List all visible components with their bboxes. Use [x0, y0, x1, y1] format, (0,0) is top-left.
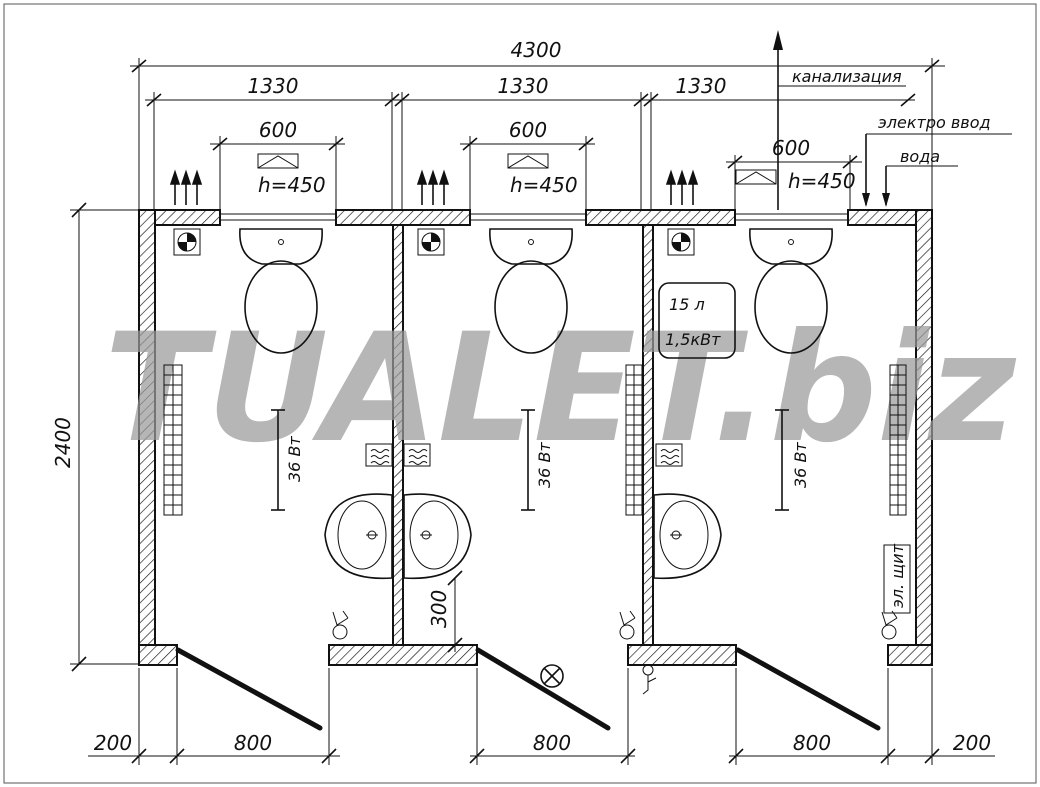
- exterior-light-icon: [540, 664, 564, 688]
- watermark-text: TUALET.biz: [104, 302, 1016, 476]
- cabin-width-label-3: 1330: [676, 74, 727, 98]
- door-3: [735, 647, 881, 731]
- boiler-power-label: 1,5кВт: [665, 330, 721, 349]
- window-height-label-1: h=450: [258, 173, 326, 197]
- lamp-power-label-2: 36 Вт: [535, 442, 554, 488]
- paper-holder-icon: [332, 610, 349, 640]
- ventilation-arrows: [169, 169, 699, 205]
- power-input-label: электро ввод: [878, 113, 991, 132]
- toilet-icon: [239, 228, 323, 354]
- side-offset-label-left: 200: [94, 731, 132, 755]
- hand-dryer-icon: [403, 443, 431, 467]
- utility-leaders: канализация электро ввод вода: [773, 30, 1012, 210]
- window-height-label-2: h=450: [510, 173, 578, 197]
- door-2: [475, 647, 611, 731]
- total-width-label: 4300: [511, 38, 562, 62]
- cabin-width-label-1: 1330: [248, 74, 299, 98]
- hand-dryer-icon: [655, 443, 683, 467]
- paper-holder-icon: [619, 610, 636, 640]
- radiator-icon: [625, 364, 643, 516]
- bottom-dimensions: 200 800 800 800 200: [88, 668, 995, 765]
- hand-dryer-icon: [365, 443, 393, 467]
- boiler-volume-label: 15 л: [669, 295, 705, 314]
- lamp-icon: 36 Вт: [775, 409, 810, 511]
- sewer-label: канализация: [792, 67, 902, 86]
- sewer-arrow-icon: [773, 30, 783, 50]
- lamp-power-label-3: 36 Вт: [791, 442, 810, 488]
- window-width-label-2: 600: [509, 118, 547, 142]
- drawing-border: [3, 3, 1037, 784]
- walls: [138, 209, 933, 666]
- door-width-label-2: 800: [533, 731, 571, 755]
- partition-gap-label: 300: [427, 590, 451, 628]
- radiator-icon: [163, 364, 183, 516]
- exhaust-fan-icon: [417, 228, 445, 256]
- electric-panel-label: эл. щит: [888, 543, 907, 608]
- toilet-icon: [489, 228, 573, 354]
- doors: [175, 647, 881, 731]
- sink-icon: [403, 493, 472, 580]
- height-label: 2400: [51, 417, 75, 468]
- sink-icon: [324, 493, 393, 580]
- water-arrow-icon: [882, 193, 890, 207]
- door-width-label-3: 800: [793, 731, 831, 755]
- top-dimensions: 4300 1330 1330 1330 600 600 600: [130, 38, 945, 210]
- height-dimension: 2400: [51, 202, 139, 672]
- door-width-label-1: 800: [234, 731, 272, 755]
- toilet-icon: [749, 228, 833, 354]
- sink-icon: [653, 493, 722, 580]
- partition-gap-dimension: 300: [427, 570, 463, 653]
- door-1: [175, 647, 323, 731]
- outdoor-tap-icon: [642, 664, 657, 695]
- water-heater: 15 л 1,5кВт: [658, 282, 736, 359]
- cabin-width-label-2: 1330: [498, 74, 549, 98]
- radiator-icon: [889, 364, 907, 516]
- windows: h=450 h=450 h=450: [257, 153, 856, 197]
- exhaust-fan-icon: [173, 228, 201, 256]
- side-offset-label-right: 200: [953, 731, 991, 755]
- window-width-label-1: 600: [259, 118, 297, 142]
- electric-panel: эл. щит: [883, 543, 911, 614]
- lamp-icon: 36 Вт: [521, 409, 554, 511]
- power-arrow-icon: [862, 193, 870, 207]
- water-label: вода: [900, 147, 940, 166]
- lamp-power-label-1: 36 Вт: [285, 436, 304, 482]
- exhaust-fan-icon: [667, 228, 695, 256]
- window-height-label-3: h=450: [788, 169, 856, 193]
- paper-holder-icon: [881, 610, 898, 640]
- lamp-icon: 36 Вт: [271, 409, 304, 511]
